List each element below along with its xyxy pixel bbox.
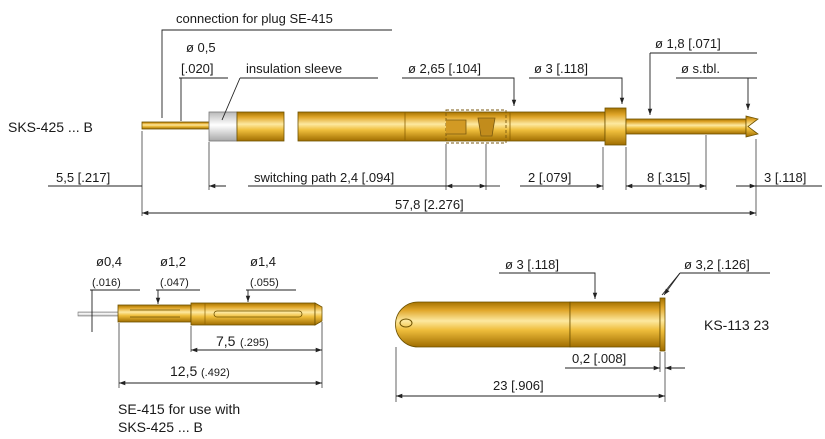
plug-len-125-in: (.492) bbox=[201, 367, 230, 379]
dia-stbl: ø s.tbl. bbox=[681, 61, 720, 76]
probe-barrel-left bbox=[236, 111, 285, 142]
len-8: 8 [.315] bbox=[647, 170, 690, 185]
tip-diameter-in: [.020] bbox=[181, 61, 214, 76]
dia-3: ø 3 [.118] bbox=[534, 61, 588, 76]
receptacle-dia-32: ø 3,2 [.126] bbox=[684, 257, 750, 272]
probe-sks-425 bbox=[141, 107, 759, 146]
receptacle-collar-dim: 0,2 [.008] bbox=[572, 351, 626, 366]
plug-se-415 bbox=[77, 302, 323, 326]
plug-shaft bbox=[117, 304, 192, 323]
switching-window bbox=[445, 109, 507, 144]
plug-dia-12: ø1,2 bbox=[160, 254, 186, 269]
probe-collar bbox=[604, 107, 627, 146]
probe-tip bbox=[141, 121, 211, 130]
probe-plunger bbox=[625, 118, 747, 135]
dia-18: ø 1,8 [.071] bbox=[655, 36, 721, 51]
len-3: 3 [.118] bbox=[764, 170, 806, 185]
switching-path: switching path 2,4 [.094] bbox=[254, 170, 394, 185]
insulation-sleeve bbox=[208, 111, 238, 142]
receptacle-dia-3: ø 3 [.118] bbox=[505, 257, 559, 272]
plug-dia-04-in: (.016) bbox=[92, 277, 121, 289]
receptacle-body bbox=[395, 301, 571, 348]
plug-pin bbox=[77, 311, 121, 317]
receptacle-hole bbox=[399, 318, 413, 328]
receptacle-total: 23 [.906] bbox=[493, 378, 544, 393]
plug-dia-12-in: (.047) bbox=[160, 277, 189, 289]
probe-name: SKS-425 ... B bbox=[8, 119, 93, 135]
len-55: 5,5 [.217] bbox=[56, 170, 110, 185]
total-length: 57,8 [2.276] bbox=[395, 197, 464, 212]
dia-265: ø 2,65 [.104] bbox=[408, 61, 481, 76]
receptacle-collar bbox=[659, 297, 666, 352]
plug-dia-14: ø1,4 bbox=[250, 254, 276, 269]
receptacle-name: KS-113 23 bbox=[704, 317, 769, 333]
sleeve-label: insulation sleeve bbox=[246, 61, 342, 76]
plug-caption-1: SE-415 for use with bbox=[118, 401, 240, 417]
plug-len-75-in: (.295) bbox=[240, 337, 269, 349]
plug-caption-2: SKS-425 ... B bbox=[118, 419, 203, 435]
plug-dia-14-in: (.055) bbox=[250, 277, 279, 289]
plug-dia-04: ø0,4 bbox=[96, 254, 122, 269]
crown-tip bbox=[745, 115, 759, 138]
plug-body bbox=[190, 302, 316, 326]
tip-diameter: ø 0,5 bbox=[186, 40, 216, 55]
receptacle-rear bbox=[569, 301, 661, 348]
plug-callout: connection for plug SE-415 bbox=[176, 11, 333, 26]
plug-len-125: 12,5 bbox=[170, 363, 197, 379]
plug-len-75: 7,5 bbox=[216, 333, 236, 349]
receptacle-ks-113-23 bbox=[395, 297, 666, 352]
len-2: 2 [.079] bbox=[528, 170, 571, 185]
